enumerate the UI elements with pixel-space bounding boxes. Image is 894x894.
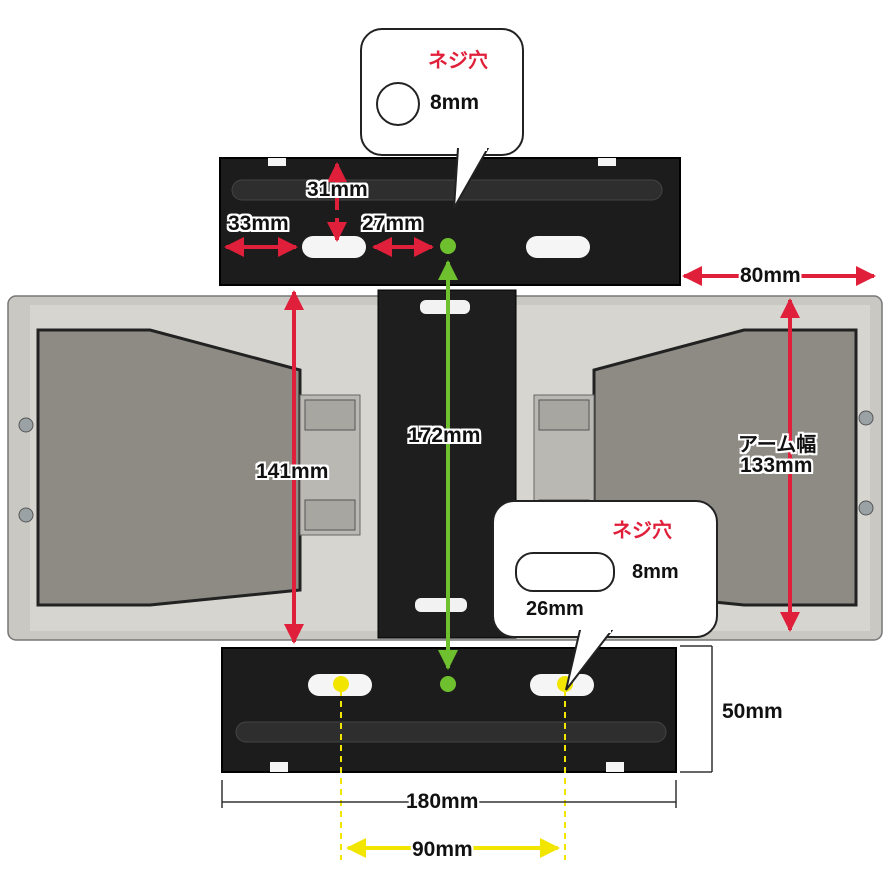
left-height-label: 141mm xyxy=(256,460,329,483)
round-hole-callout-pointer xyxy=(453,148,490,209)
slot-hole-height: 8mm xyxy=(632,561,679,583)
hole-spacing-label: 90mm xyxy=(412,838,473,861)
arm-width-title: アーム幅 xyxy=(738,434,817,456)
top-slot-gap-label: 27mm xyxy=(362,212,423,235)
outline-dimensions xyxy=(221,645,713,808)
round-hole-icon xyxy=(376,82,420,126)
left-arm xyxy=(18,328,361,607)
bottom-height-label: 50mm xyxy=(722,700,783,723)
slot-hole-callout-pointer xyxy=(565,630,614,691)
red-dimension-lines xyxy=(224,162,876,644)
top-left-offset-label: 33mm xyxy=(228,212,289,235)
slot-hole-width: 26mm xyxy=(526,598,584,620)
arm-width-value: 133mm xyxy=(740,454,813,477)
slot-hole-icon xyxy=(515,552,615,592)
green-center-line xyxy=(438,238,458,692)
center-height-label: 172mm xyxy=(408,424,481,447)
top-height-label: 31mm xyxy=(307,178,368,201)
yellow-hole-spacing xyxy=(333,676,573,860)
round-hole-diameter: 8mm xyxy=(430,91,480,114)
bottom-width-label: 180mm xyxy=(406,790,479,813)
right-plate-width-label: 80mm xyxy=(740,264,801,287)
screw-hole-title-bottom: ネジ穴 xyxy=(612,520,672,542)
screw-hole-title-top: ネジ穴 xyxy=(428,50,488,72)
